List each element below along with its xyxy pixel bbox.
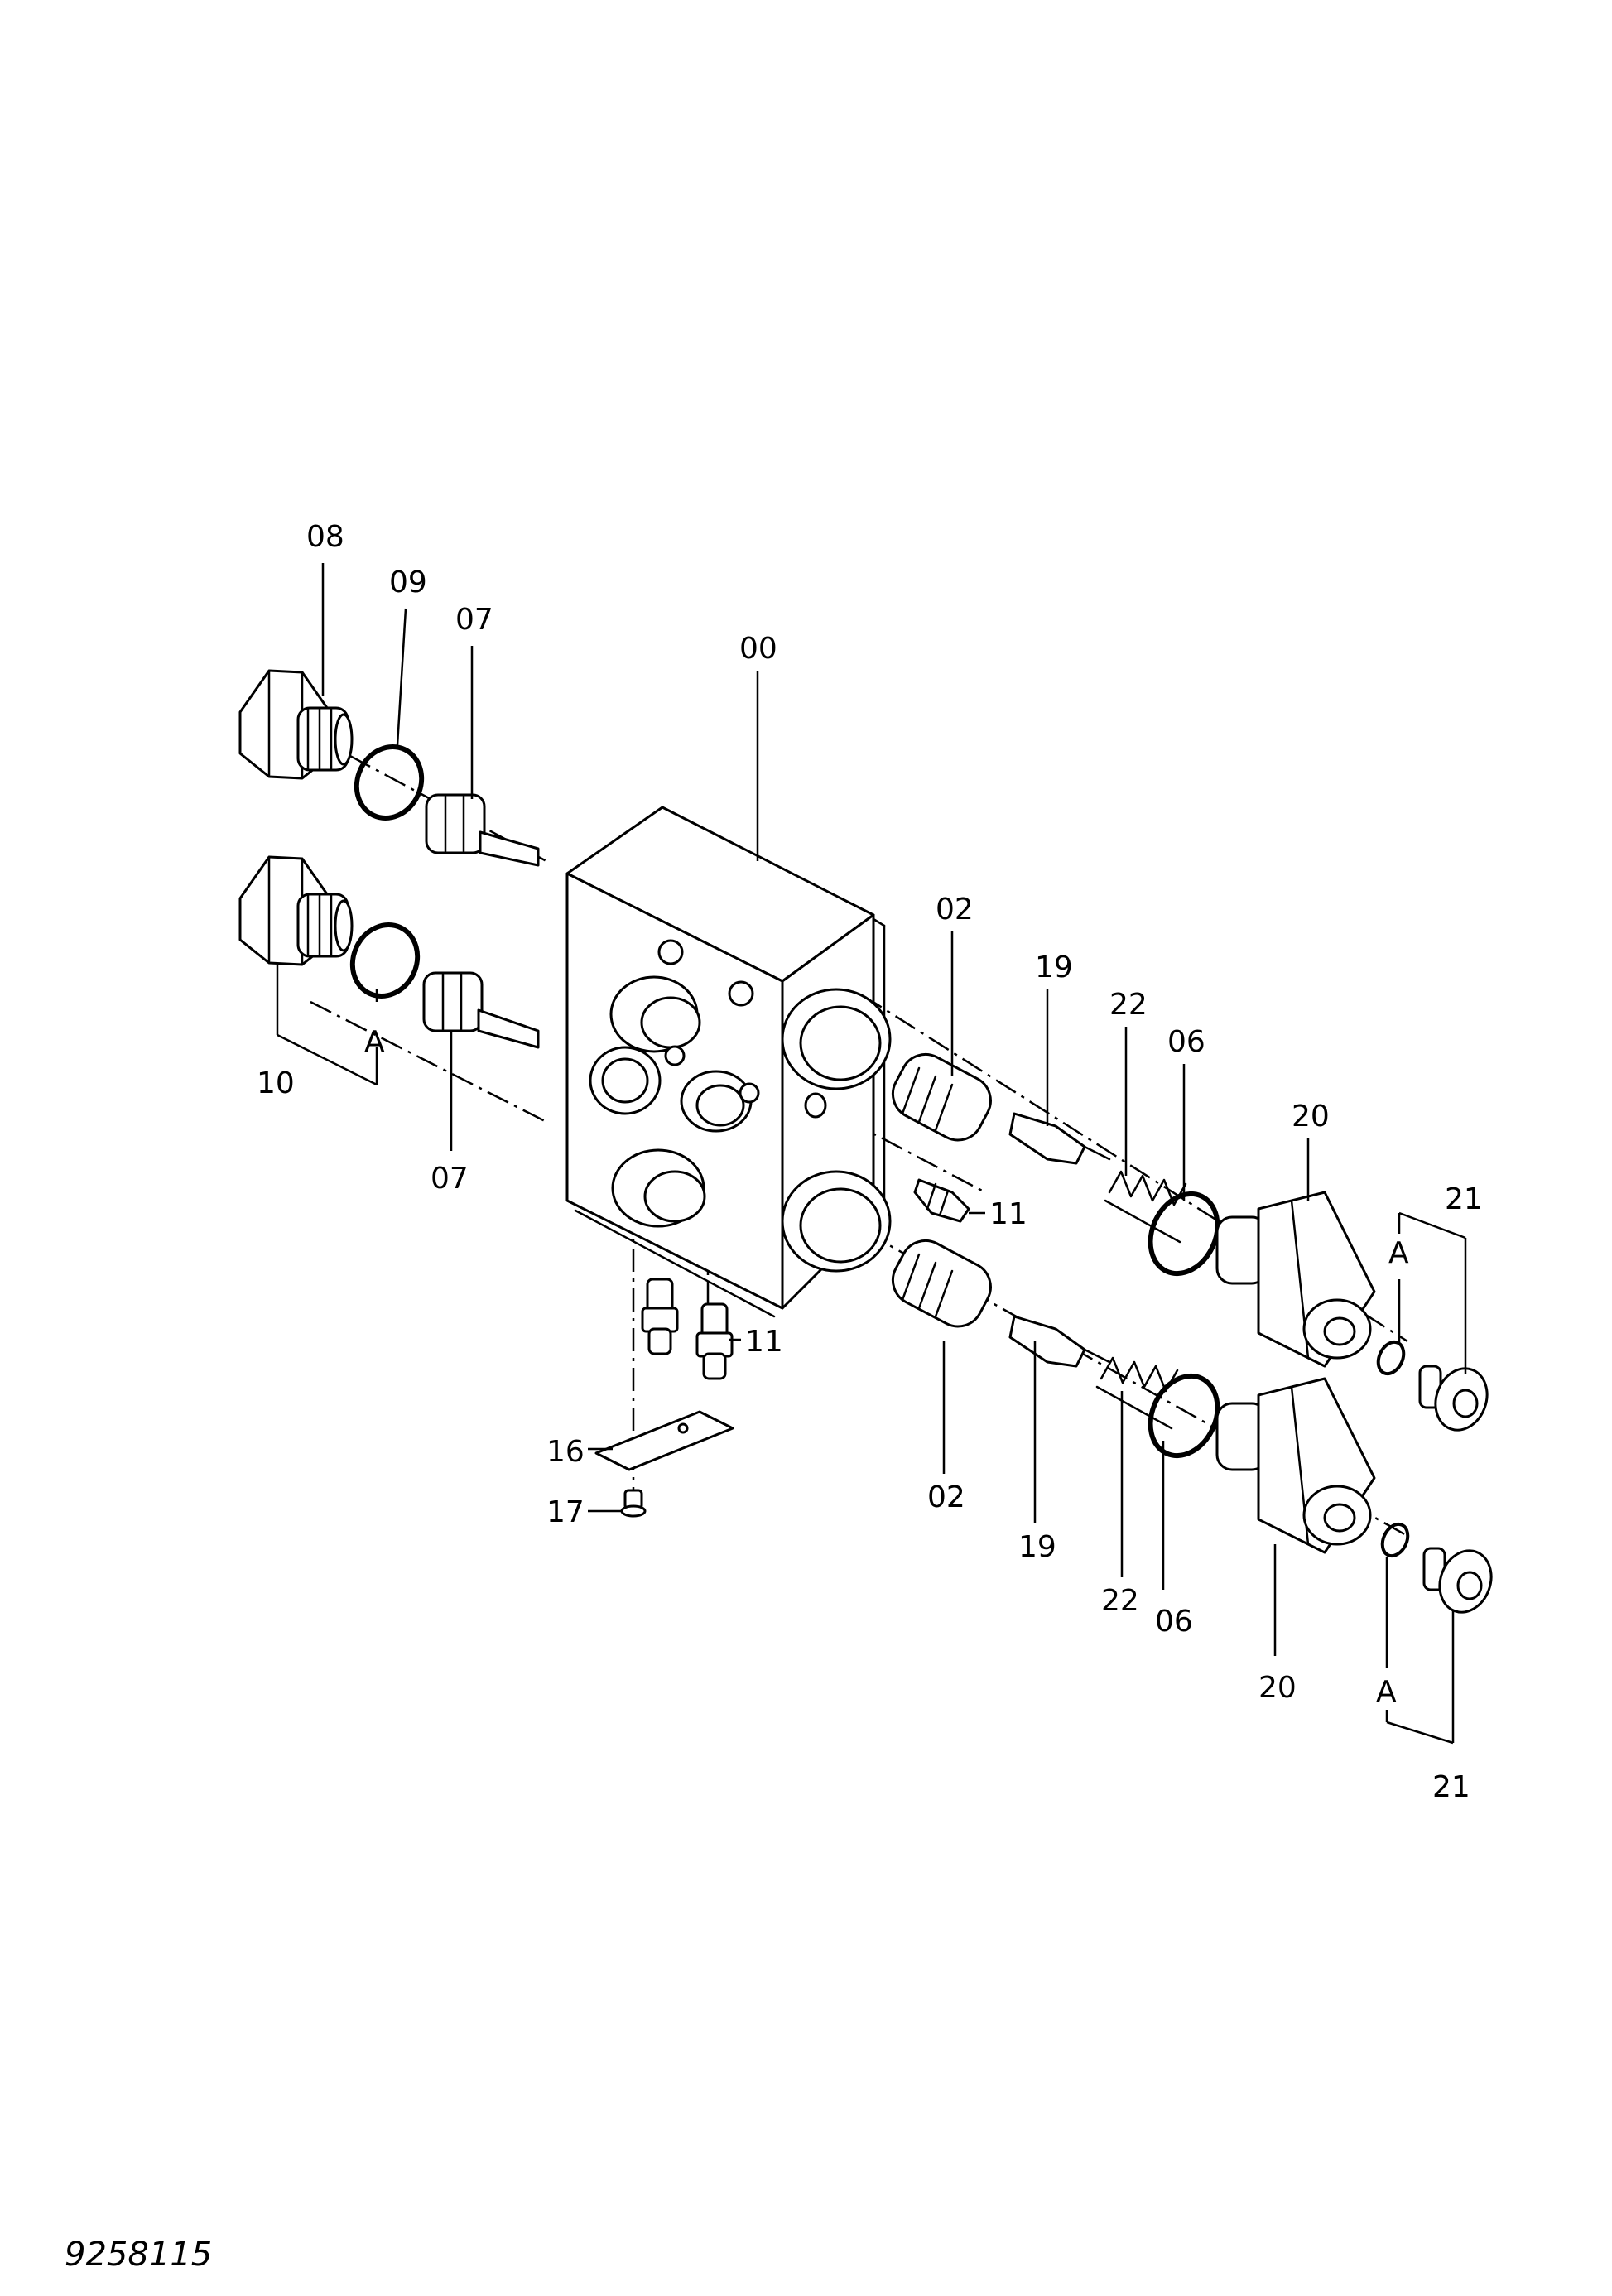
ref-a-upper-right: A bbox=[1388, 1236, 1409, 1270]
callout-11-bottom: 11 bbox=[745, 1325, 783, 1359]
fitting-11-bottom-right bbox=[695, 1302, 734, 1380]
callout-10: 10 bbox=[257, 1066, 295, 1100]
fitting-11-bottom-left bbox=[641, 1278, 679, 1355]
fitting-11-side bbox=[913, 1178, 970, 1223]
callout-02-upper: 02 bbox=[936, 893, 974, 927]
callout-06-lower: 06 bbox=[1155, 1605, 1193, 1639]
callout-08: 08 bbox=[306, 520, 344, 554]
callout-21-lower: 21 bbox=[1432, 1770, 1470, 1804]
plug-21-lower bbox=[1422, 1547, 1493, 1614]
needle-19-lower bbox=[1008, 1315, 1111, 1368]
callout-20-upper: 20 bbox=[1292, 1100, 1330, 1134]
callout-20-lower: 20 bbox=[1258, 1671, 1297, 1705]
needle-19-upper bbox=[1008, 1112, 1111, 1165]
ref-a-lower-right: A bbox=[1376, 1675, 1397, 1709]
plug-10 bbox=[238, 855, 354, 966]
callout-07-upper: 07 bbox=[455, 603, 493, 637]
screw-17 bbox=[620, 1489, 647, 1518]
plug-21-upper bbox=[1418, 1365, 1489, 1432]
o-ring-09 bbox=[354, 744, 425, 821]
nameplate-16 bbox=[594, 1410, 734, 1471]
spool-07-lower bbox=[422, 971, 540, 1049]
o-ring-a-upper bbox=[1376, 1340, 1406, 1376]
callout-00: 00 bbox=[739, 632, 777, 666]
callout-22-lower: 22 bbox=[1101, 1584, 1139, 1618]
callout-19-lower: 19 bbox=[1018, 1530, 1056, 1564]
callout-06-upper: 06 bbox=[1167, 1025, 1205, 1059]
callout-16: 16 bbox=[546, 1435, 585, 1469]
cap-20-upper bbox=[1215, 1191, 1376, 1368]
o-ring-06-upper bbox=[1148, 1191, 1220, 1277]
callout-22-upper: 22 bbox=[1109, 988, 1148, 1022]
spool-07-upper bbox=[425, 793, 540, 867]
callout-labels: 08 09 07 00 02 19 22 06 20 21 A A 10 07 … bbox=[257, 520, 1483, 1804]
poppet-02-upper bbox=[891, 1052, 992, 1142]
callout-19-upper: 19 bbox=[1035, 951, 1073, 984]
nameplate-hole bbox=[677, 1422, 689, 1434]
callout-09: 09 bbox=[389, 566, 427, 599]
callout-21-upper: 21 bbox=[1445, 1182, 1483, 1216]
drawing-number: 9258115 bbox=[65, 2236, 213, 2274]
cap-20-lower bbox=[1215, 1377, 1376, 1554]
o-ring-06-lower bbox=[1148, 1373, 1220, 1459]
o-ring-a-left bbox=[349, 922, 421, 999]
valve-body bbox=[565, 806, 892, 1318]
ref-a-left: A bbox=[364, 1025, 385, 1059]
callout-02-lower: 02 bbox=[927, 1480, 965, 1514]
callout-11-side: 11 bbox=[989, 1197, 1027, 1231]
plug-08 bbox=[238, 669, 354, 780]
leader-lines bbox=[276, 563, 1467, 1745]
o-ring-a-lower bbox=[1380, 1522, 1410, 1558]
poppet-02-lower bbox=[891, 1239, 992, 1328]
spring-22-upper bbox=[1104, 1170, 1187, 1244]
callout-17: 17 bbox=[546, 1495, 585, 1529]
callout-07-lower: 07 bbox=[431, 1162, 469, 1196]
